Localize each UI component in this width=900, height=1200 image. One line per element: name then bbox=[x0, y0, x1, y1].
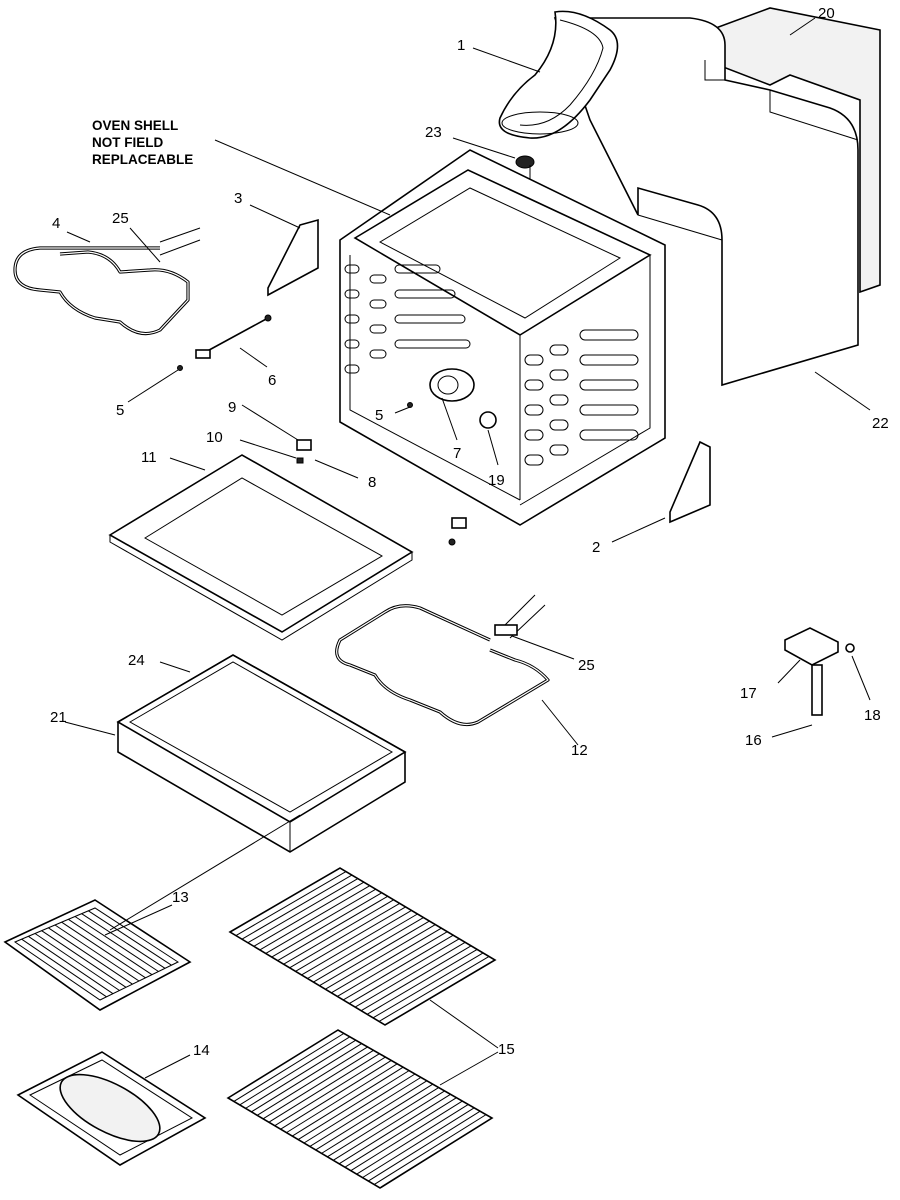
callout-screw-cavity: 5 bbox=[375, 407, 383, 424]
callout-bottom-panel: 24 bbox=[128, 652, 145, 669]
callout-hinge-screw: 9 bbox=[228, 399, 236, 416]
callout-left-bracket: 3 bbox=[234, 190, 242, 207]
broil-element bbox=[13, 227, 201, 336]
oven-shell bbox=[339, 149, 666, 526]
door-frame bbox=[108, 454, 414, 641]
callout-sensor: 6 bbox=[268, 372, 276, 389]
insulation-blanket bbox=[553, 7, 881, 387]
callout-element-bracket-top: 25 bbox=[112, 210, 129, 227]
callout-terminal-nut: 18 bbox=[864, 707, 881, 724]
bake-element bbox=[335, 594, 550, 726]
callout-broiler-grid: 13 bbox=[172, 889, 189, 906]
callout-right-bracket: 2 bbox=[592, 539, 600, 556]
callout-screw-left: 5 bbox=[116, 402, 124, 419]
callout-element-bracket-bottom: 25 bbox=[578, 657, 595, 674]
callout-hinge-receptacle: 8 bbox=[368, 474, 376, 491]
callout-door-frame: 11 bbox=[141, 449, 157, 466]
broiler-pan-grid bbox=[3, 899, 192, 1011]
oven-shell-note-line-1: OVEN SHELL bbox=[92, 118, 178, 133]
callout-insulation-side: 22 bbox=[872, 415, 889, 432]
callout-broiler-pan: 14 bbox=[193, 1042, 210, 1059]
vent-duct bbox=[498, 10, 619, 139]
side-bracket-right bbox=[669, 440, 711, 524]
callout-oven-racks: 15 bbox=[498, 1041, 515, 1058]
oven-rack-upper bbox=[228, 867, 497, 1026]
oven-shell-note-line-3: REPLACEABLE bbox=[92, 152, 193, 167]
callout-hinge-clip: 10 bbox=[206, 429, 223, 446]
callout-terminal-block: 17 bbox=[740, 685, 757, 702]
hinge-hardware bbox=[177, 365, 467, 546]
callout-vent: 23 bbox=[425, 124, 442, 141]
callout-insulation-top: 20 bbox=[818, 5, 835, 22]
oven-rack-lower bbox=[226, 1029, 494, 1189]
broiler-pan bbox=[16, 1051, 207, 1166]
leader-lines bbox=[64, 17, 871, 1086]
terminal-block bbox=[784, 627, 855, 716]
side-bracket-left bbox=[267, 218, 319, 297]
temperature-sensor bbox=[195, 314, 272, 359]
callout-terminal-bracket: 16 bbox=[745, 732, 762, 749]
callout-bake-element: 12 bbox=[571, 742, 588, 759]
oven-shell-note-line-2: NOT FIELD bbox=[92, 135, 163, 150]
callout-fan-motor: 7 bbox=[453, 445, 461, 462]
callout-bottom-cover: 21 bbox=[50, 709, 67, 726]
callout-broil-element: 4 bbox=[52, 215, 60, 232]
bottom-panel bbox=[116, 654, 407, 853]
callout-oven-light: 19 bbox=[488, 472, 505, 489]
callout-vent-duct: 1 bbox=[457, 37, 465, 54]
